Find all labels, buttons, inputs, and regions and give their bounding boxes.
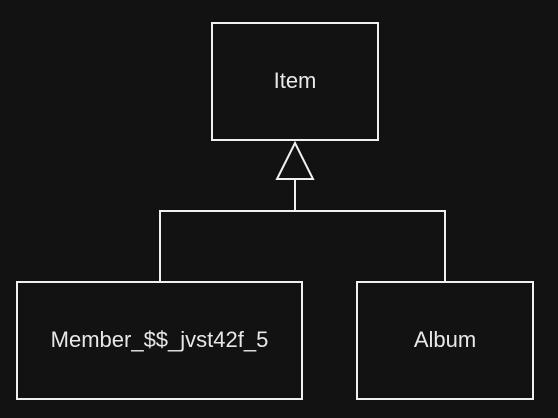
- child-class-label-member: Member_$$_jvst42f_5: [51, 327, 269, 352]
- child-class-box-album: [356, 281, 534, 400]
- parent-class-box: [211, 22, 379, 141]
- child-class-node-member[interactable]: Member_$$_jvst42f_5: [16, 281, 303, 400]
- parent-class-label: Item: [274, 68, 317, 93]
- child-class-box-member: [16, 281, 303, 400]
- child-class-node-album[interactable]: Album: [356, 281, 534, 400]
- inheritance-connector: [159, 140, 446, 282]
- parent-class-node[interactable]: Item: [211, 22, 379, 141]
- child-class-label-album: Album: [414, 327, 476, 352]
